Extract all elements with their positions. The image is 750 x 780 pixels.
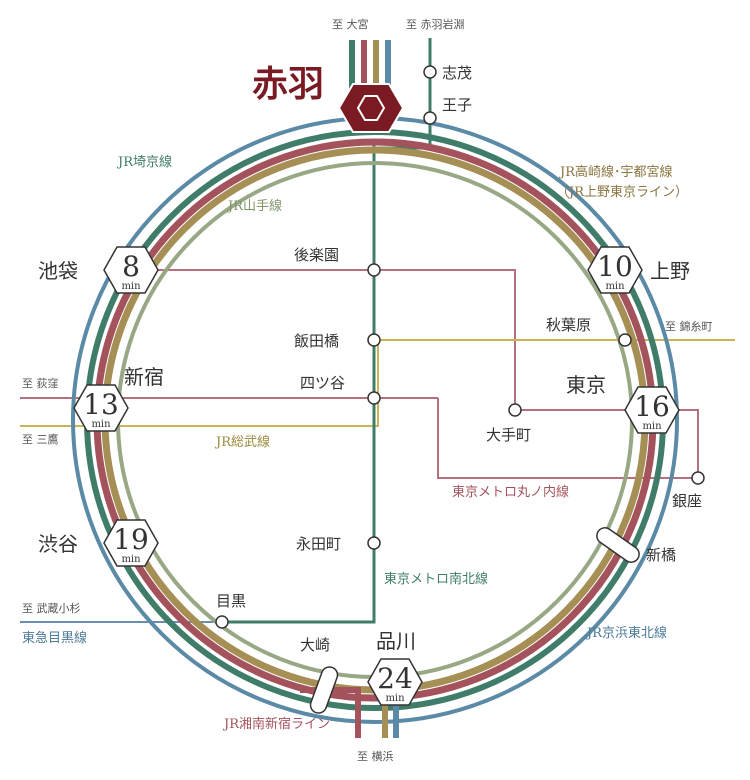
dir-mitaka: 至 三鷹 — [22, 432, 59, 446]
sobu-line — [20, 339, 735, 427]
station-dot-nagatacho — [367, 536, 381, 550]
namboku-line — [222, 140, 376, 624]
time-value-shinagawa: 24 — [377, 662, 413, 695]
time-value-tokyo: 16 — [634, 390, 670, 423]
station-dot-iidabashi — [367, 333, 381, 347]
station-dot-otemachi — [508, 403, 522, 417]
time-unit-shinjuku: min — [91, 419, 111, 430]
line-label-namboku: 東京メトロ南北線 — [384, 571, 488, 587]
time-value-shibuya: 19 — [113, 523, 149, 556]
station-label-shibuya: 渋谷 — [38, 532, 78, 556]
time-unit-ueno: min — [605, 281, 625, 292]
main-station-label: 赤羽 — [252, 63, 324, 105]
dir-omiya: 至 大宮 — [332, 17, 369, 31]
station-dot-meguro — [215, 615, 229, 629]
station-label-oji: 王子 — [442, 96, 472, 114]
station-label-shimo: 志茂 — [442, 64, 472, 82]
dir-kinshicho: 至 錦糸町 — [665, 319, 713, 333]
time-unit-tokyo: min — [642, 421, 662, 432]
line-label-yamanote: JR山手線 — [226, 198, 282, 214]
station-dot-korakuen — [367, 263, 381, 277]
dir-musashikosugi: 至 武蔵小杉 — [22, 601, 81, 615]
station-label-korakuen: 後楽園 — [294, 246, 339, 264]
station-label-ueno: 上野 — [650, 259, 690, 283]
time-badge-shibuya — [103, 519, 159, 567]
station-label-ikebukuro: 池袋 — [38, 259, 78, 283]
station-label-shinagawa: 品川 — [376, 629, 416, 653]
station-dot-yotsuya — [367, 391, 381, 405]
time-value-ueno: 10 — [597, 250, 633, 283]
station-pill-osaki — [309, 666, 339, 714]
time-unit-shibuya: min — [121, 554, 141, 565]
station-label-akihabara: 秋葉原 — [546, 316, 591, 334]
time-badge-shinagawa — [367, 658, 423, 706]
line-label-toyoko: 東急目黒線 — [22, 630, 87, 646]
station-pill-shinbashi — [596, 527, 640, 563]
dir-akabane-iwabuchi: 至 赤羽岩淵 — [406, 17, 465, 31]
station-label-ginza: 銀座 — [672, 492, 702, 510]
time-badge-ikebukuro — [103, 246, 159, 294]
time-badge-shinjuku — [73, 384, 129, 432]
line-label-sobu: JR総武線 — [214, 434, 270, 450]
time-value-ikebukuro: 8 — [122, 250, 140, 283]
station-label-shinbashi: 新橋 — [646, 546, 676, 564]
station-label-osaki: 大崎 — [300, 636, 330, 654]
station-label-nagatacho: 永田町 — [296, 535, 341, 553]
station-label-otemachi: 大手町 — [486, 426, 531, 444]
line-label-takasaki: JR高崎線･宇都宮線 — [558, 164, 673, 180]
time-unit-shinagawa: min — [385, 693, 405, 704]
dir-yokohama: 至 横浜 — [357, 749, 394, 763]
station-dot-akihabara — [618, 333, 632, 347]
time-badge-tokyo — [624, 386, 680, 434]
station-dot-oji — [423, 111, 437, 125]
marunouchi-line-east — [437, 398, 698, 479]
dir-ogikubo: 至 荻窪 — [22, 376, 59, 390]
marunouchi-branch — [150, 269, 516, 410]
station-label-tokyo: 東京 — [566, 373, 606, 397]
akabane-hexagon-inner — [356, 95, 386, 121]
station-dot-shimo — [423, 65, 437, 79]
station-label-iidabashi: 飯田橋 — [294, 332, 339, 350]
time-value-shinjuku: 13 — [83, 388, 119, 421]
line-label-saikyo: JR埼京線 — [116, 154, 172, 170]
line-label-shonan: JR湘南新宿ライン — [222, 716, 330, 732]
station-label-yotsuya: 四ツ谷 — [300, 374, 345, 392]
station-dot-ginza — [691, 471, 705, 485]
station-label-meguro: 目黒 — [216, 592, 246, 610]
time-badge-ueno — [587, 246, 643, 294]
line-label-keihin: JR京浜東北線 — [585, 625, 667, 641]
time-unit-ikebukuro: min — [121, 281, 141, 292]
akabane-hexagon — [337, 83, 405, 133]
station-label-shinjuku: 新宿 — [124, 365, 164, 389]
line-label-ueno-tokyo: （JR上野東京ライン） — [556, 184, 688, 200]
marunouchi-ginza — [515, 409, 699, 478]
line-label-marunouchi: 東京メトロ丸ノ内線 — [452, 484, 569, 500]
